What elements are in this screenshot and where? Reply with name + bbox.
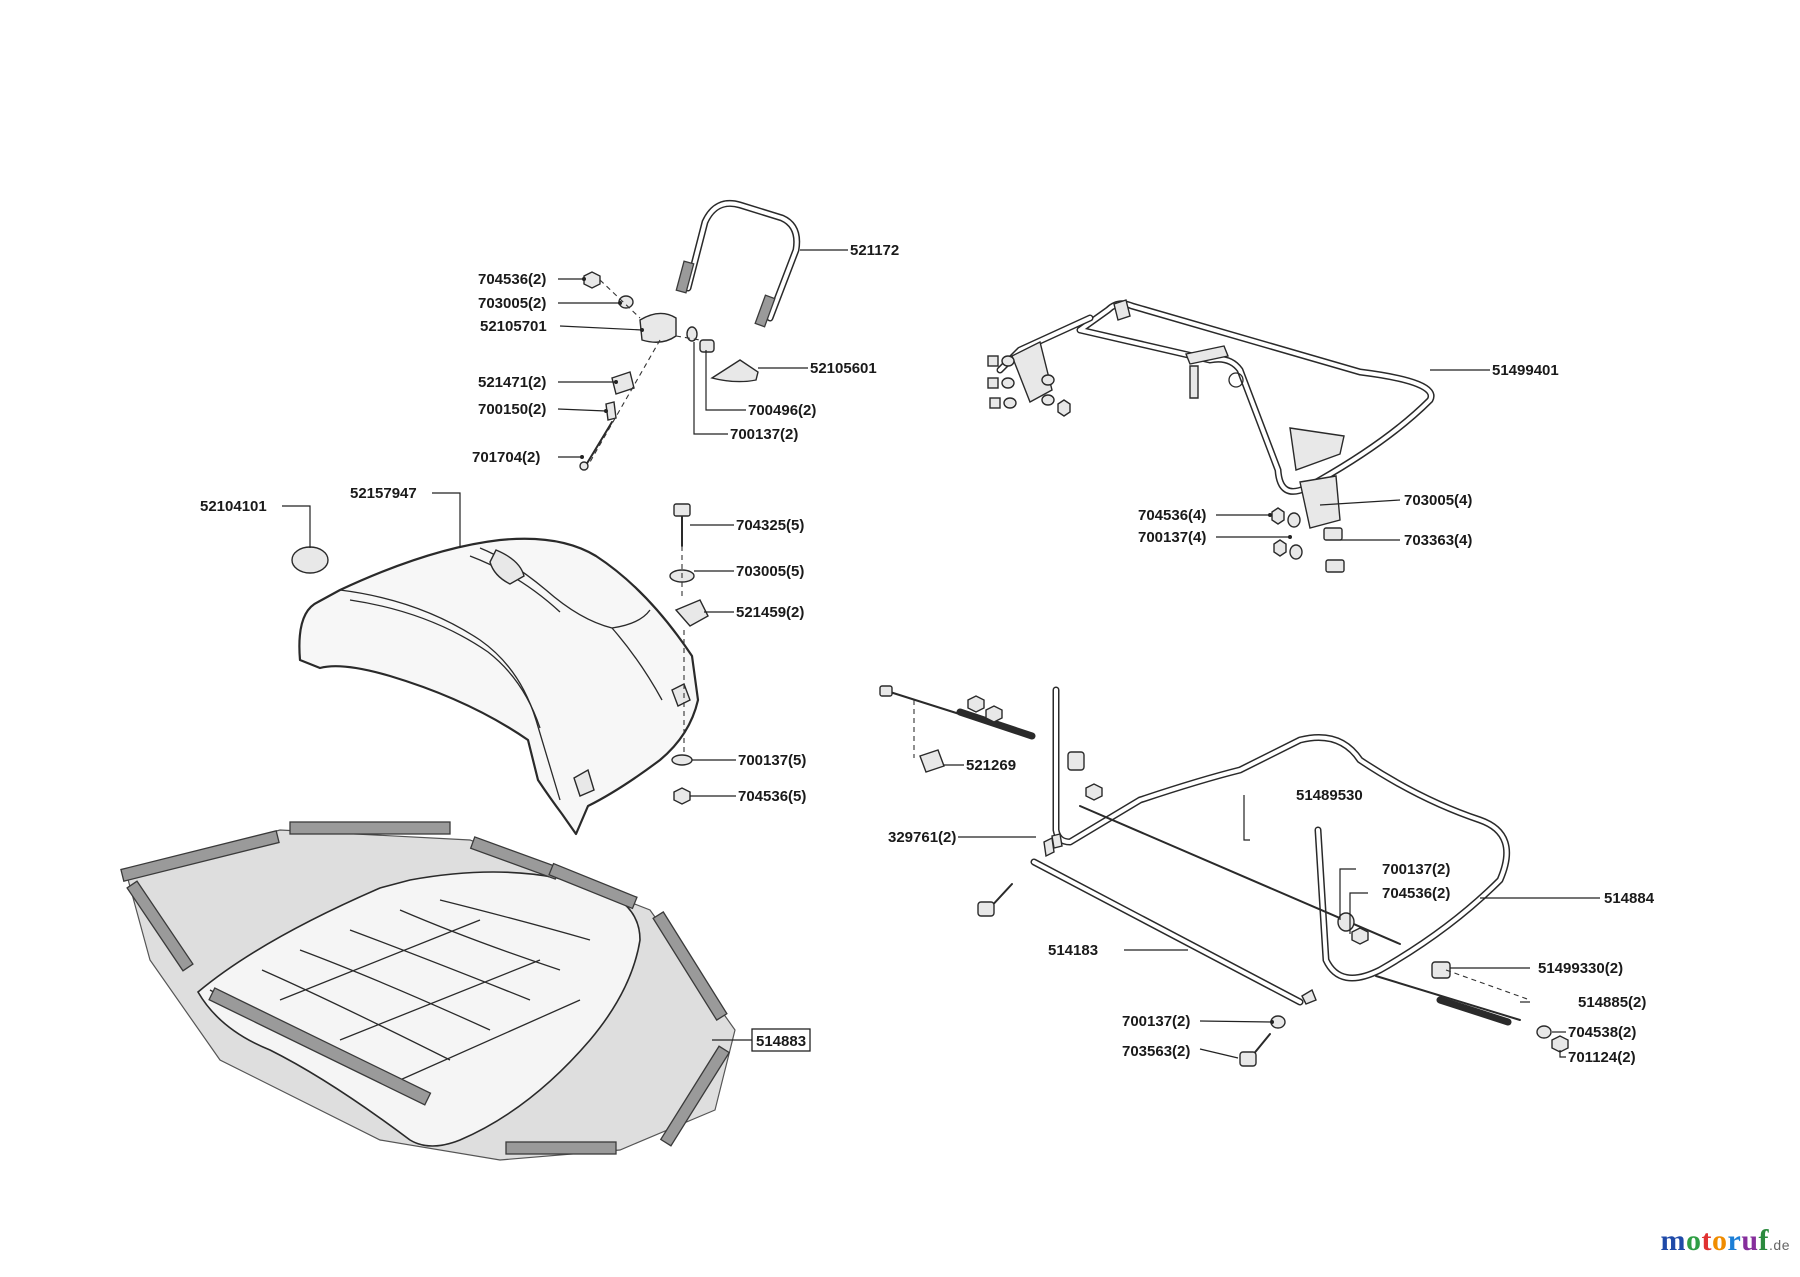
brand-letter: o bbox=[1712, 1224, 1728, 1257]
label-703005-4: 703005(4) bbox=[1404, 492, 1472, 509]
grass-bag-cover bbox=[298, 537, 700, 836]
label-51499401: 51499401 bbox=[1492, 362, 1559, 379]
label-521269: 521269 bbox=[966, 757, 1016, 774]
leaders-top-left bbox=[557, 249, 848, 459]
gas-strut-right bbox=[1375, 975, 1521, 1021]
label-329761-2: 329761(2) bbox=[888, 829, 956, 846]
label-700150-2: 700150(2) bbox=[478, 401, 546, 418]
label-704536-4: 704536(4) bbox=[1138, 507, 1206, 524]
label-700137-2c: 700137(2) bbox=[1122, 1013, 1190, 1030]
handle-assembly bbox=[579, 199, 801, 471]
label-700137-2: 700137(2) bbox=[730, 426, 798, 443]
label-700137-4: 700137(4) bbox=[1138, 529, 1206, 546]
lower-frame-assembly bbox=[879, 685, 1569, 1067]
washer-icon bbox=[671, 754, 693, 766]
part-labels: 521172 704536(2) 703005(2) 52105701 5214… bbox=[200, 242, 1655, 1066]
lower-frame-tube bbox=[1052, 686, 1511, 982]
label-52104101: 52104101 bbox=[200, 498, 267, 515]
leaders-mid-left bbox=[282, 492, 736, 797]
label-514183: 514183 bbox=[1048, 942, 1098, 959]
brand-suffix: .de bbox=[1769, 1237, 1790, 1253]
strut-clip bbox=[919, 749, 945, 773]
brand-letter: o bbox=[1686, 1224, 1702, 1257]
label-52105601: 52105601 bbox=[810, 360, 877, 377]
bag-rail bbox=[505, 1141, 617, 1155]
brand-letter: f bbox=[1758, 1224, 1770, 1257]
frame-bracket bbox=[1299, 475, 1341, 529]
cover-assembly bbox=[291, 503, 709, 836]
label-514883: 514883 bbox=[756, 1033, 806, 1050]
left-handle-bracket bbox=[639, 312, 677, 343]
upper-frame-assembly bbox=[987, 299, 1435, 573]
grass-bag-assembly bbox=[120, 821, 736, 1161]
label-700496-2: 700496(2) bbox=[748, 402, 816, 419]
bag-rail bbox=[289, 821, 451, 835]
label-704536-2b: 704536(2) bbox=[1382, 885, 1450, 902]
label-703363-4: 703363(4) bbox=[1404, 532, 1472, 549]
cap-plug bbox=[291, 546, 329, 574]
label-52157947: 52157947 bbox=[350, 485, 417, 502]
label-704536-2: 704536(2) bbox=[478, 271, 546, 288]
bag-rail bbox=[126, 880, 194, 972]
bag-rail bbox=[548, 862, 638, 910]
bolt-head-icon bbox=[699, 339, 715, 353]
label-704538-2: 704538(2) bbox=[1568, 1024, 1636, 1041]
upper-frame-tube bbox=[1076, 300, 1435, 495]
right-handle-bracket bbox=[710, 359, 759, 383]
brand-logo: motoruf.de bbox=[1661, 1224, 1790, 1258]
label-521471-2: 521471(2) bbox=[478, 374, 546, 391]
label-521172: 521172 bbox=[850, 242, 899, 259]
end-cap bbox=[1431, 961, 1451, 979]
label-701124-2: 701124(2) bbox=[1568, 1049, 1636, 1066]
label-703005-2: 703005(2) bbox=[478, 295, 546, 312]
brand-letter: u bbox=[1741, 1224, 1759, 1257]
label-701704-2: 701704(2) bbox=[472, 449, 540, 466]
leaders-bottom-left bbox=[712, 1028, 811, 1052]
label-514885-2: 514885(2) bbox=[1578, 994, 1646, 1011]
label-521459-2: 521459(2) bbox=[736, 604, 804, 621]
brand-letter: t bbox=[1701, 1224, 1713, 1257]
brand-name: motoruf bbox=[1661, 1224, 1770, 1257]
bolt-head-icon bbox=[673, 503, 691, 517]
label-51499330-2: 51499330(2) bbox=[1538, 960, 1623, 977]
label-700137-2b: 700137(2) bbox=[1382, 861, 1450, 878]
label-703563-2: 703563(2) bbox=[1122, 1043, 1190, 1060]
label-51489530: 51489530 bbox=[1296, 787, 1363, 804]
bag-rail bbox=[208, 987, 432, 1106]
nut-icon bbox=[673, 787, 691, 805]
bag-rail bbox=[120, 830, 280, 882]
clip-icon bbox=[674, 599, 709, 627]
label-704536-5: 704536(5) bbox=[738, 788, 806, 805]
carriage-bolt bbox=[585, 421, 613, 466]
label-703005-5: 703005(5) bbox=[736, 563, 804, 580]
bag-rail bbox=[652, 911, 728, 1021]
brand-letter: m bbox=[1660, 1224, 1687, 1257]
label-52105701: 52105701 bbox=[480, 318, 547, 335]
leaders-top-right bbox=[1216, 369, 1490, 541]
knob-icon bbox=[611, 371, 635, 395]
label-514884: 514884 bbox=[1604, 890, 1655, 907]
label-700137-5: 700137(5) bbox=[738, 752, 806, 769]
clip-icon bbox=[605, 401, 617, 421]
frame-plate bbox=[1289, 427, 1345, 471]
bag-rail bbox=[659, 1045, 731, 1147]
label-704325-5: 704325(5) bbox=[736, 517, 804, 534]
nut-icon bbox=[583, 271, 601, 289]
washer-icon bbox=[686, 326, 698, 342]
brand-letter: r bbox=[1727, 1224, 1742, 1257]
frame-bracket bbox=[1011, 340, 1053, 403]
leaders-bottom-right bbox=[944, 764, 1600, 1059]
